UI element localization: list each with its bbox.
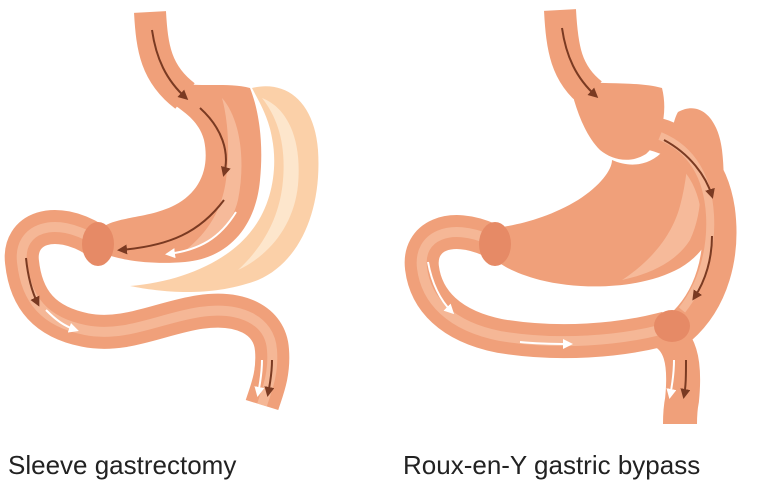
sleeve-gastrectomy-panel	[22, 12, 319, 405]
sleeve-gastrectomy-caption: Sleeve gastrectomy	[8, 452, 236, 478]
sleeve-pylorus	[82, 222, 114, 266]
roux-en-y-caption: Roux-en-Y gastric bypass	[403, 452, 700, 478]
bypass-pylorus	[479, 222, 511, 266]
roux-en-y-panel	[422, 10, 724, 424]
roux-anastomosis	[654, 310, 690, 342]
bypass-esophagus	[560, 10, 592, 94]
sleeve-esophagus	[150, 12, 185, 96]
